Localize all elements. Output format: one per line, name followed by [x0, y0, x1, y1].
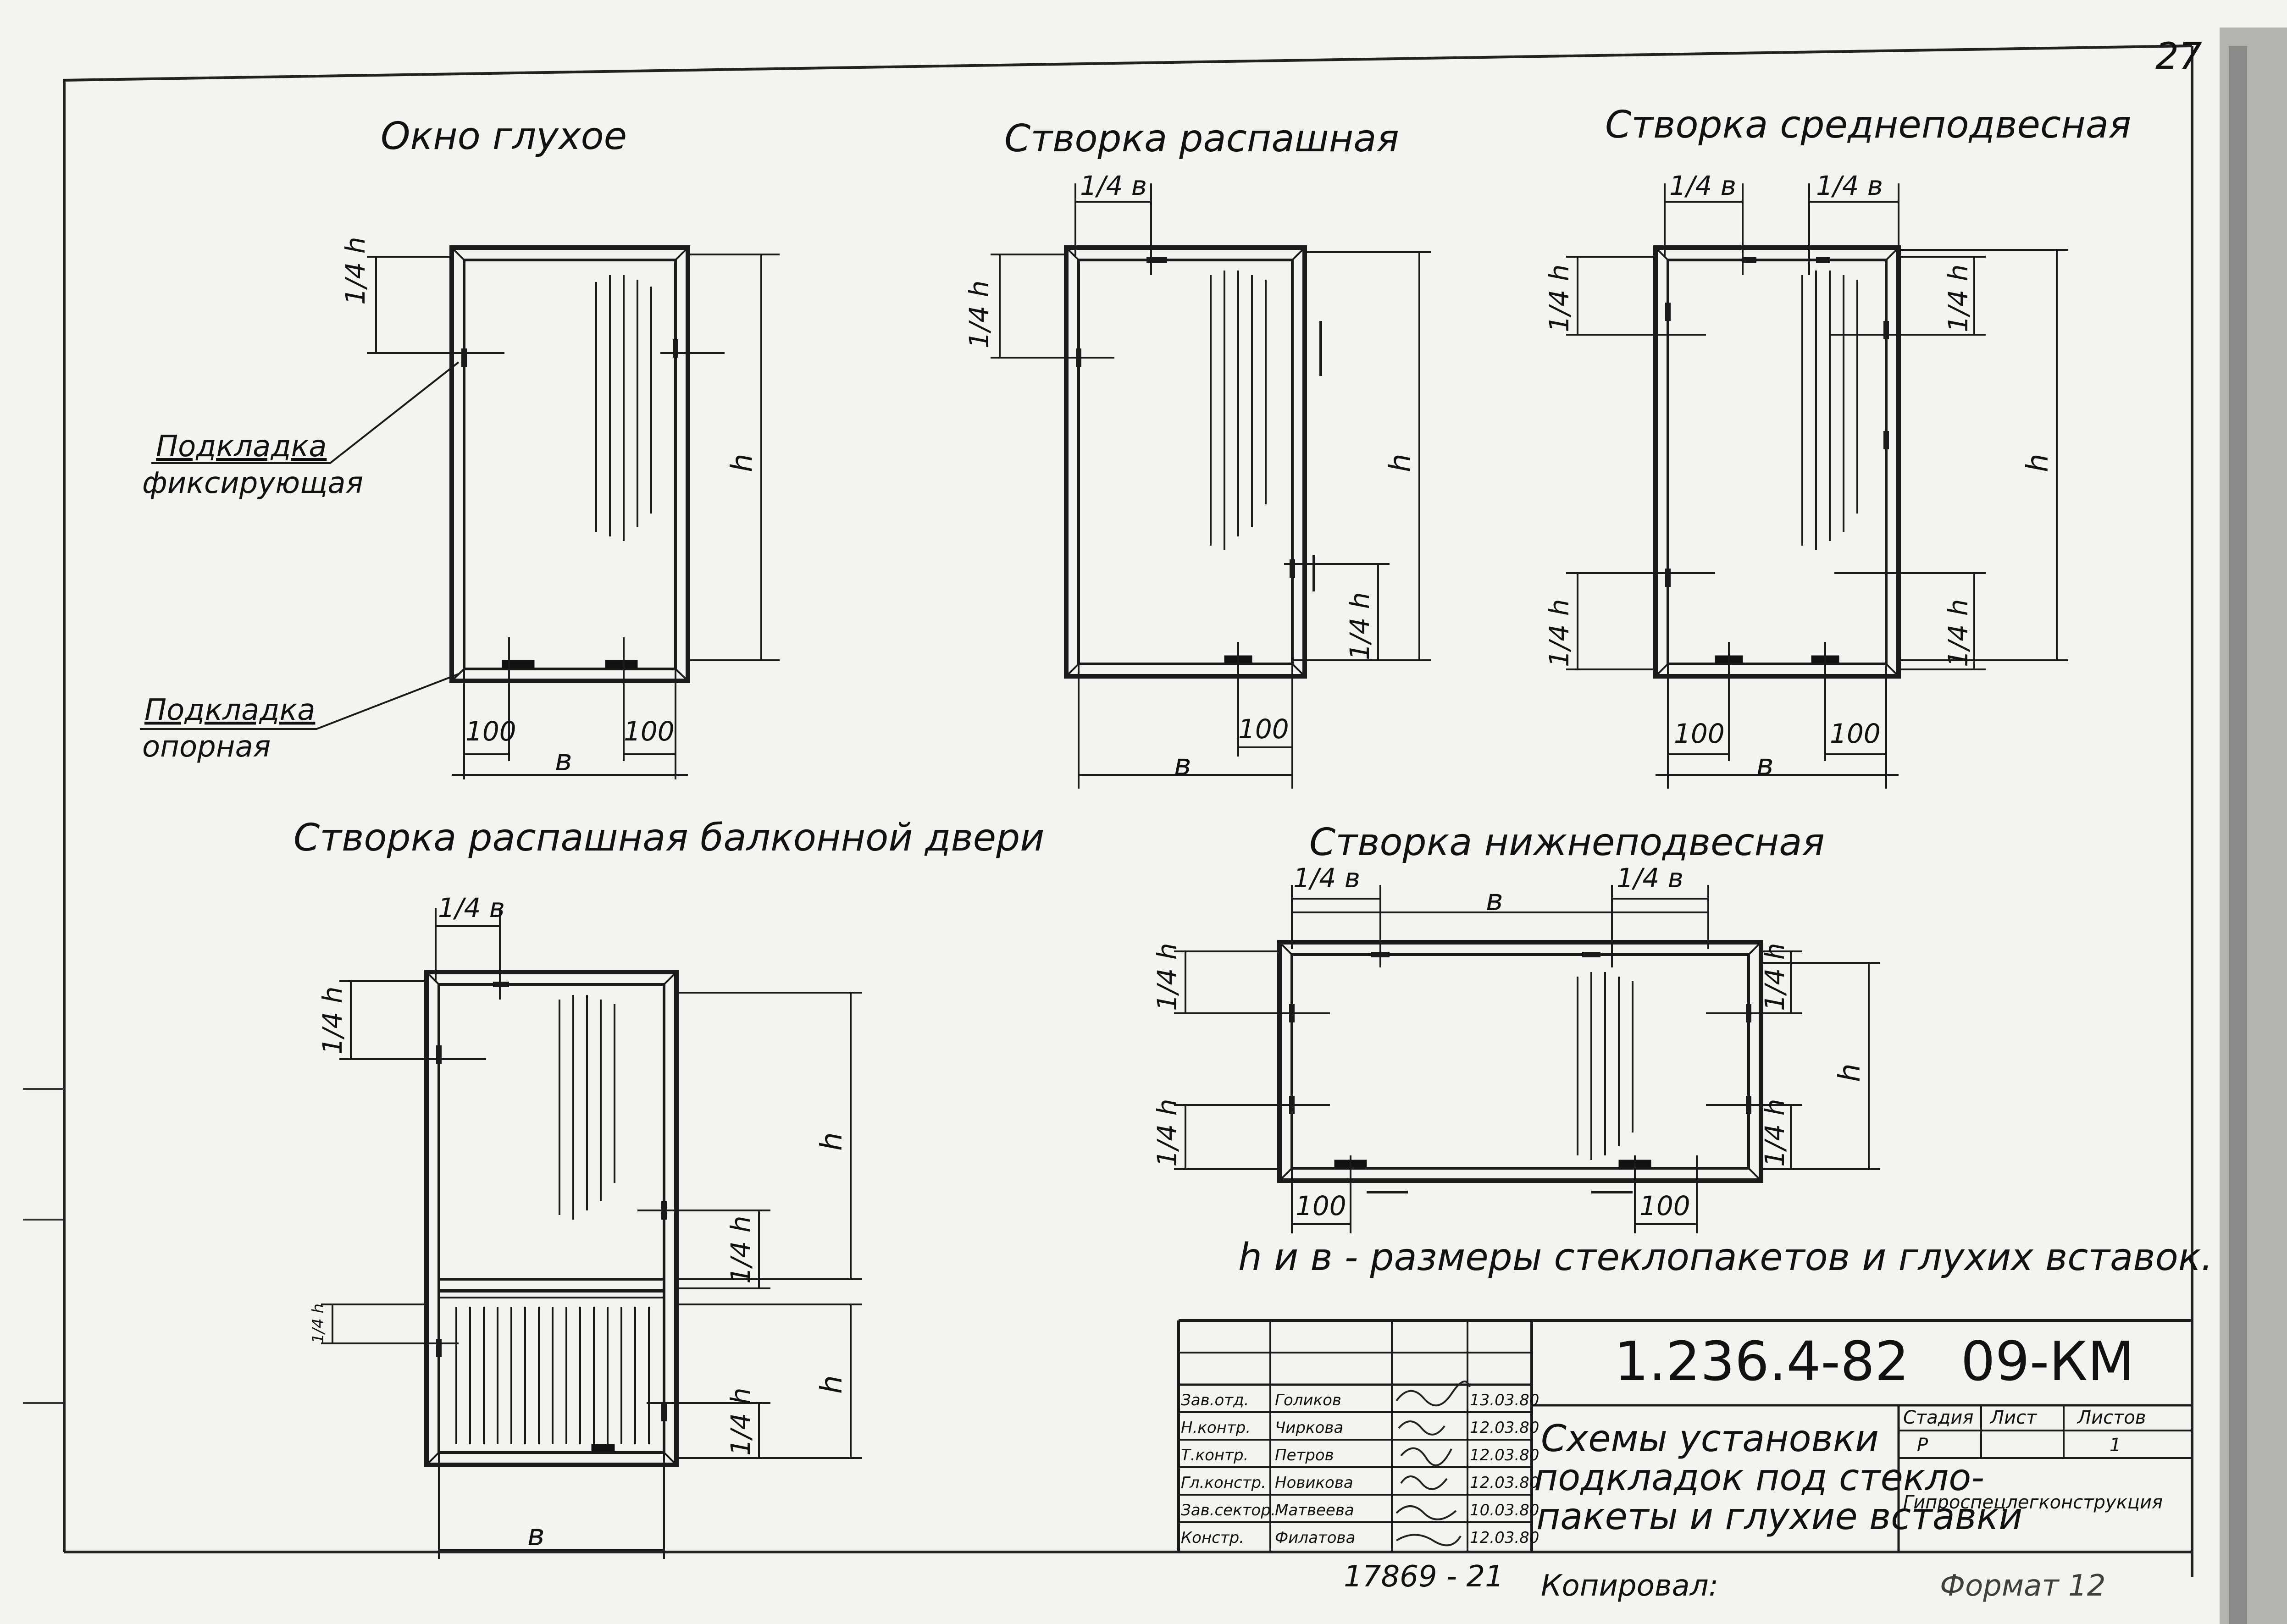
label-support-2: опорная: [142, 730, 271, 764]
dim-bh-quarter-b-left: 1/4 в: [1293, 862, 1360, 894]
sign-row-role: Зав.отд.: [1181, 1391, 1249, 1409]
dim-bh-quarter-b-right: 1/4 в: [1617, 862, 1683, 894]
sheet-number: 27: [2155, 35, 2202, 77]
label-fixing-2: фиксирующая: [142, 466, 363, 500]
diagram-casement: [991, 183, 1431, 789]
leader-lines: [140, 361, 460, 730]
sheets-value: 1: [2110, 1435, 2121, 1456]
dim-bd-quarter-h-top: 1/4 h: [317, 986, 348, 1055]
sign-row-name: Чиркова: [1275, 1419, 1343, 1437]
dim-fixed-100-right: 100: [624, 716, 675, 747]
sheet-border: [63, 44, 2193, 1577]
doc-title-3: пакеты и глухие вставки: [1536, 1495, 2022, 1538]
title-fixed-window: Окно глухое: [381, 115, 627, 158]
label-fixing-1: Подкладка: [156, 430, 327, 464]
diagram-balcony-door: [321, 908, 862, 1559]
sheet-header: Лист: [1989, 1407, 2038, 1428]
diagram-center-pivot: [1566, 183, 2068, 789]
dim-cp-quarter-h-tr: 1/4 h: [1943, 264, 1974, 332]
doc-title-2: подкладок под стекло-: [1534, 1456, 1984, 1499]
sign-row-role: Н.контр.: [1181, 1419, 1251, 1437]
sign-row-date: 12.03.80: [1470, 1446, 1539, 1464]
sign-row-name: Матвеева: [1275, 1501, 1354, 1519]
dim-bd-h-upper: h: [815, 1132, 849, 1151]
dim-bd-b: в: [527, 1519, 545, 1552]
title-casement: Створка распашная: [1004, 117, 1399, 160]
dim-fixed-b: в: [555, 744, 572, 778]
dim-cp-100-right: 100: [1830, 718, 1881, 749]
sign-row-date: 10.03.80: [1470, 1501, 1539, 1519]
label-support-1: Подкладка: [144, 693, 315, 727]
format-label: Формат 12: [1940, 1569, 2105, 1603]
dim-cp-quarter-h-br: 1/4 h: [1943, 599, 1974, 667]
sign-row-role: Зав.сектор.: [1181, 1501, 1276, 1519]
dim-bh-quarter-h-tr: 1/4 h: [1759, 943, 1790, 1011]
dim-bh-100-right: 100: [1639, 1190, 1690, 1221]
copied-label: Копировал:: [1541, 1569, 1718, 1603]
scan-edge: [2220, 28, 2287, 1624]
dim-casement-quarter-h-bottom: 1/4 h: [1344, 592, 1375, 660]
doc-code: 1.236.4-82 09-КМ: [1614, 1330, 2134, 1393]
sheets-header: Листов: [2077, 1407, 2146, 1428]
dim-cp-quarter-b-left: 1/4 в: [1669, 170, 1736, 201]
signature-table: Зав.отд. Голиков 13.03.80 Н.контр. Чирко…: [1181, 1391, 1539, 1547]
dim-bh-quarter-h-tl: 1/4 h: [1152, 943, 1183, 1011]
dim-bh-h: h: [1833, 1063, 1867, 1082]
sign-row-date: 12.03.80: [1470, 1529, 1539, 1547]
stage-value: Р: [1917, 1435, 1928, 1456]
dim-fixed-h: h: [725, 453, 759, 472]
sign-row-role: Гл.констр.: [1181, 1474, 1266, 1492]
sign-row-date: 12.03.80: [1470, 1474, 1539, 1492]
sign-row-name: Голиков: [1275, 1391, 1341, 1409]
dim-bd-quarter-b: 1/4 в: [438, 892, 505, 923]
dim-bd-h-lower: h: [815, 1375, 849, 1394]
sign-row-role: Констр.: [1181, 1529, 1244, 1547]
dim-bd-quarter-h-mid: 1/4 h: [725, 1215, 756, 1284]
dim-bh-quarter-h-br: 1/4 h: [1759, 1099, 1790, 1167]
dim-cp-quarter-b-right: 1/4 в: [1816, 170, 1883, 201]
dim-casement-b: в: [1174, 748, 1191, 782]
dim-bh-100-left: 100: [1296, 1190, 1346, 1221]
dim-bh-quarter-h-bl: 1/4 h: [1152, 1099, 1183, 1167]
dim-casement-h: h: [1384, 453, 1418, 472]
dim-cp-100-left: 100: [1674, 718, 1725, 749]
dim-cp-quarter-h-bl: 1/4 h: [1544, 599, 1575, 667]
dim-casement-quarter-h-top: 1/4 h: [964, 280, 995, 348]
dim-cp-b: в: [1756, 748, 1774, 782]
dim-casement-100: 100: [1238, 713, 1289, 745]
sign-row-name: Петров: [1275, 1446, 1334, 1464]
doc-title-1: Схемы установки: [1541, 1417, 1879, 1460]
sign-row-name: Филатова: [1275, 1529, 1355, 1547]
title-balcony-door: Створка распашная балконной двери: [293, 816, 1044, 860]
dim-fixed-100-left: 100: [465, 716, 516, 747]
title-bottom-hung: Створка нижнеподвесная: [1309, 821, 1825, 864]
sign-row-role: Т.контр.: [1181, 1446, 1248, 1464]
dim-casement-quarter-b: 1/4 в: [1080, 170, 1147, 201]
dim-bh-b: в: [1486, 884, 1503, 917]
sign-row-date: 12.03.80: [1470, 1419, 1539, 1437]
diagram-bottom-hung: [1174, 885, 1880, 1233]
organization: Гипроспецлегконструкция: [1903, 1492, 2163, 1513]
dim-cp-h: h: [2021, 453, 2055, 472]
diagram-fixed-window: [367, 245, 780, 779]
sign-row-name: Новикова: [1275, 1474, 1353, 1492]
handwritten-signatures: [1395, 1381, 1471, 1547]
dim-cp-quarter-h-tl: 1/4 h: [1544, 264, 1575, 332]
title-center-pivot: Створка среднеподвесная: [1605, 103, 2131, 147]
inventory-number: 17869 - 21: [1344, 1560, 1504, 1594]
dimensions-note: h и в - размеры стеклопакетов и глухих в…: [1238, 1236, 2213, 1279]
dim-bd-quarter-h-lower-right: 1/4 h: [725, 1387, 756, 1456]
stage-header: Стадия: [1903, 1407, 1973, 1428]
sign-row-date: 13.03.80: [1470, 1391, 1539, 1409]
title-block: [1177, 1319, 2192, 1552]
dim-fixed-quarter-h: 1/4 h: [340, 237, 371, 305]
dim-bd-quarter-h-lower-left: 1/4 h: [309, 1304, 327, 1343]
